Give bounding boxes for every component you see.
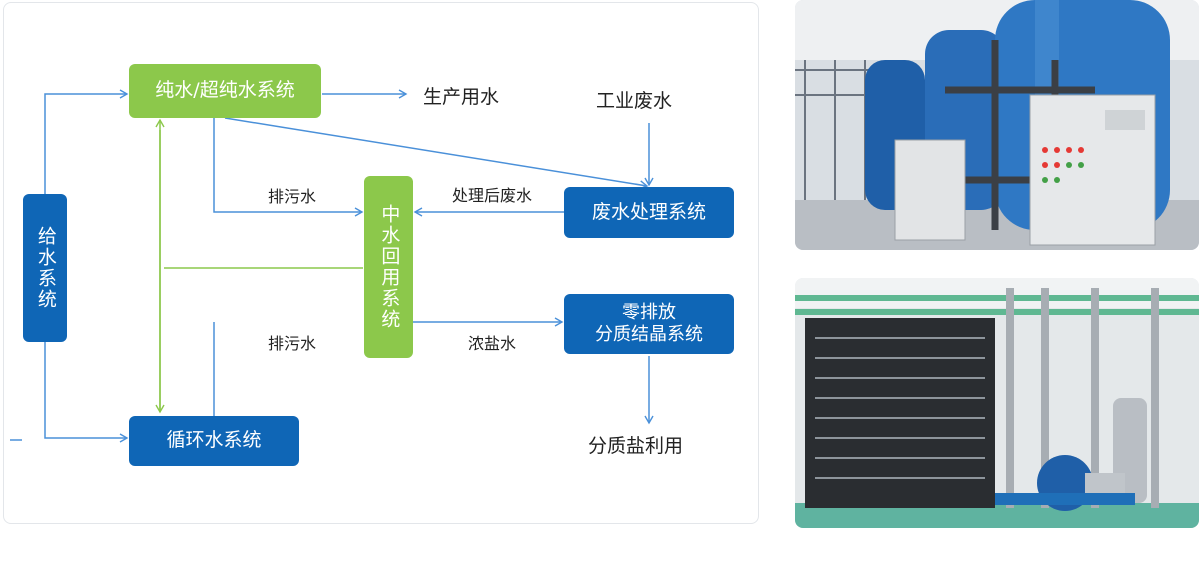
- salt-utilization-label: 分质盐利用: [588, 435, 684, 457]
- arrow-pure-to-wastewater: [224, 117, 649, 190]
- wastewater-treatment-system-box: 废水处理系统: [564, 187, 734, 238]
- blowdown-label-top: 排污水: [268, 187, 317, 206]
- production-water-label: 生产用水: [423, 86, 500, 108]
- arrow-supply-to-pure: [44, 89, 129, 195]
- pure-water-system-box: 纯水/超纯水系统: [129, 64, 321, 118]
- flow-connectors: [10, 89, 654, 443]
- reclaimed-water-system-box: 中水回用系统: [364, 176, 413, 358]
- circulating-water-system-box: 循环水系统: [129, 416, 299, 466]
- zld-title-line1: 零排放: [622, 301, 676, 323]
- blowdown-label-bottom: 排污水: [268, 334, 317, 353]
- water-treatment-tanks-photo: [795, 0, 1199, 250]
- industrial-wastewater-label: 工业废水: [596, 90, 673, 112]
- membrane-filtration-plant-photo: [795, 278, 1199, 528]
- zld-title-line2: 分质结晶系统: [595, 324, 703, 345]
- arrow-pure-blowdown-to-reclaim: [213, 118, 364, 217]
- zero-discharge-crystallization-box: 零排放 分质结晶系统: [564, 294, 734, 354]
- treated-wastewater-label: 处理后废水: [452, 186, 533, 205]
- arrow-supply-to-circulating: [44, 342, 129, 443]
- brine-label: 浓盐水: [468, 334, 517, 353]
- supply-system-box: 给水系统: [23, 194, 67, 342]
